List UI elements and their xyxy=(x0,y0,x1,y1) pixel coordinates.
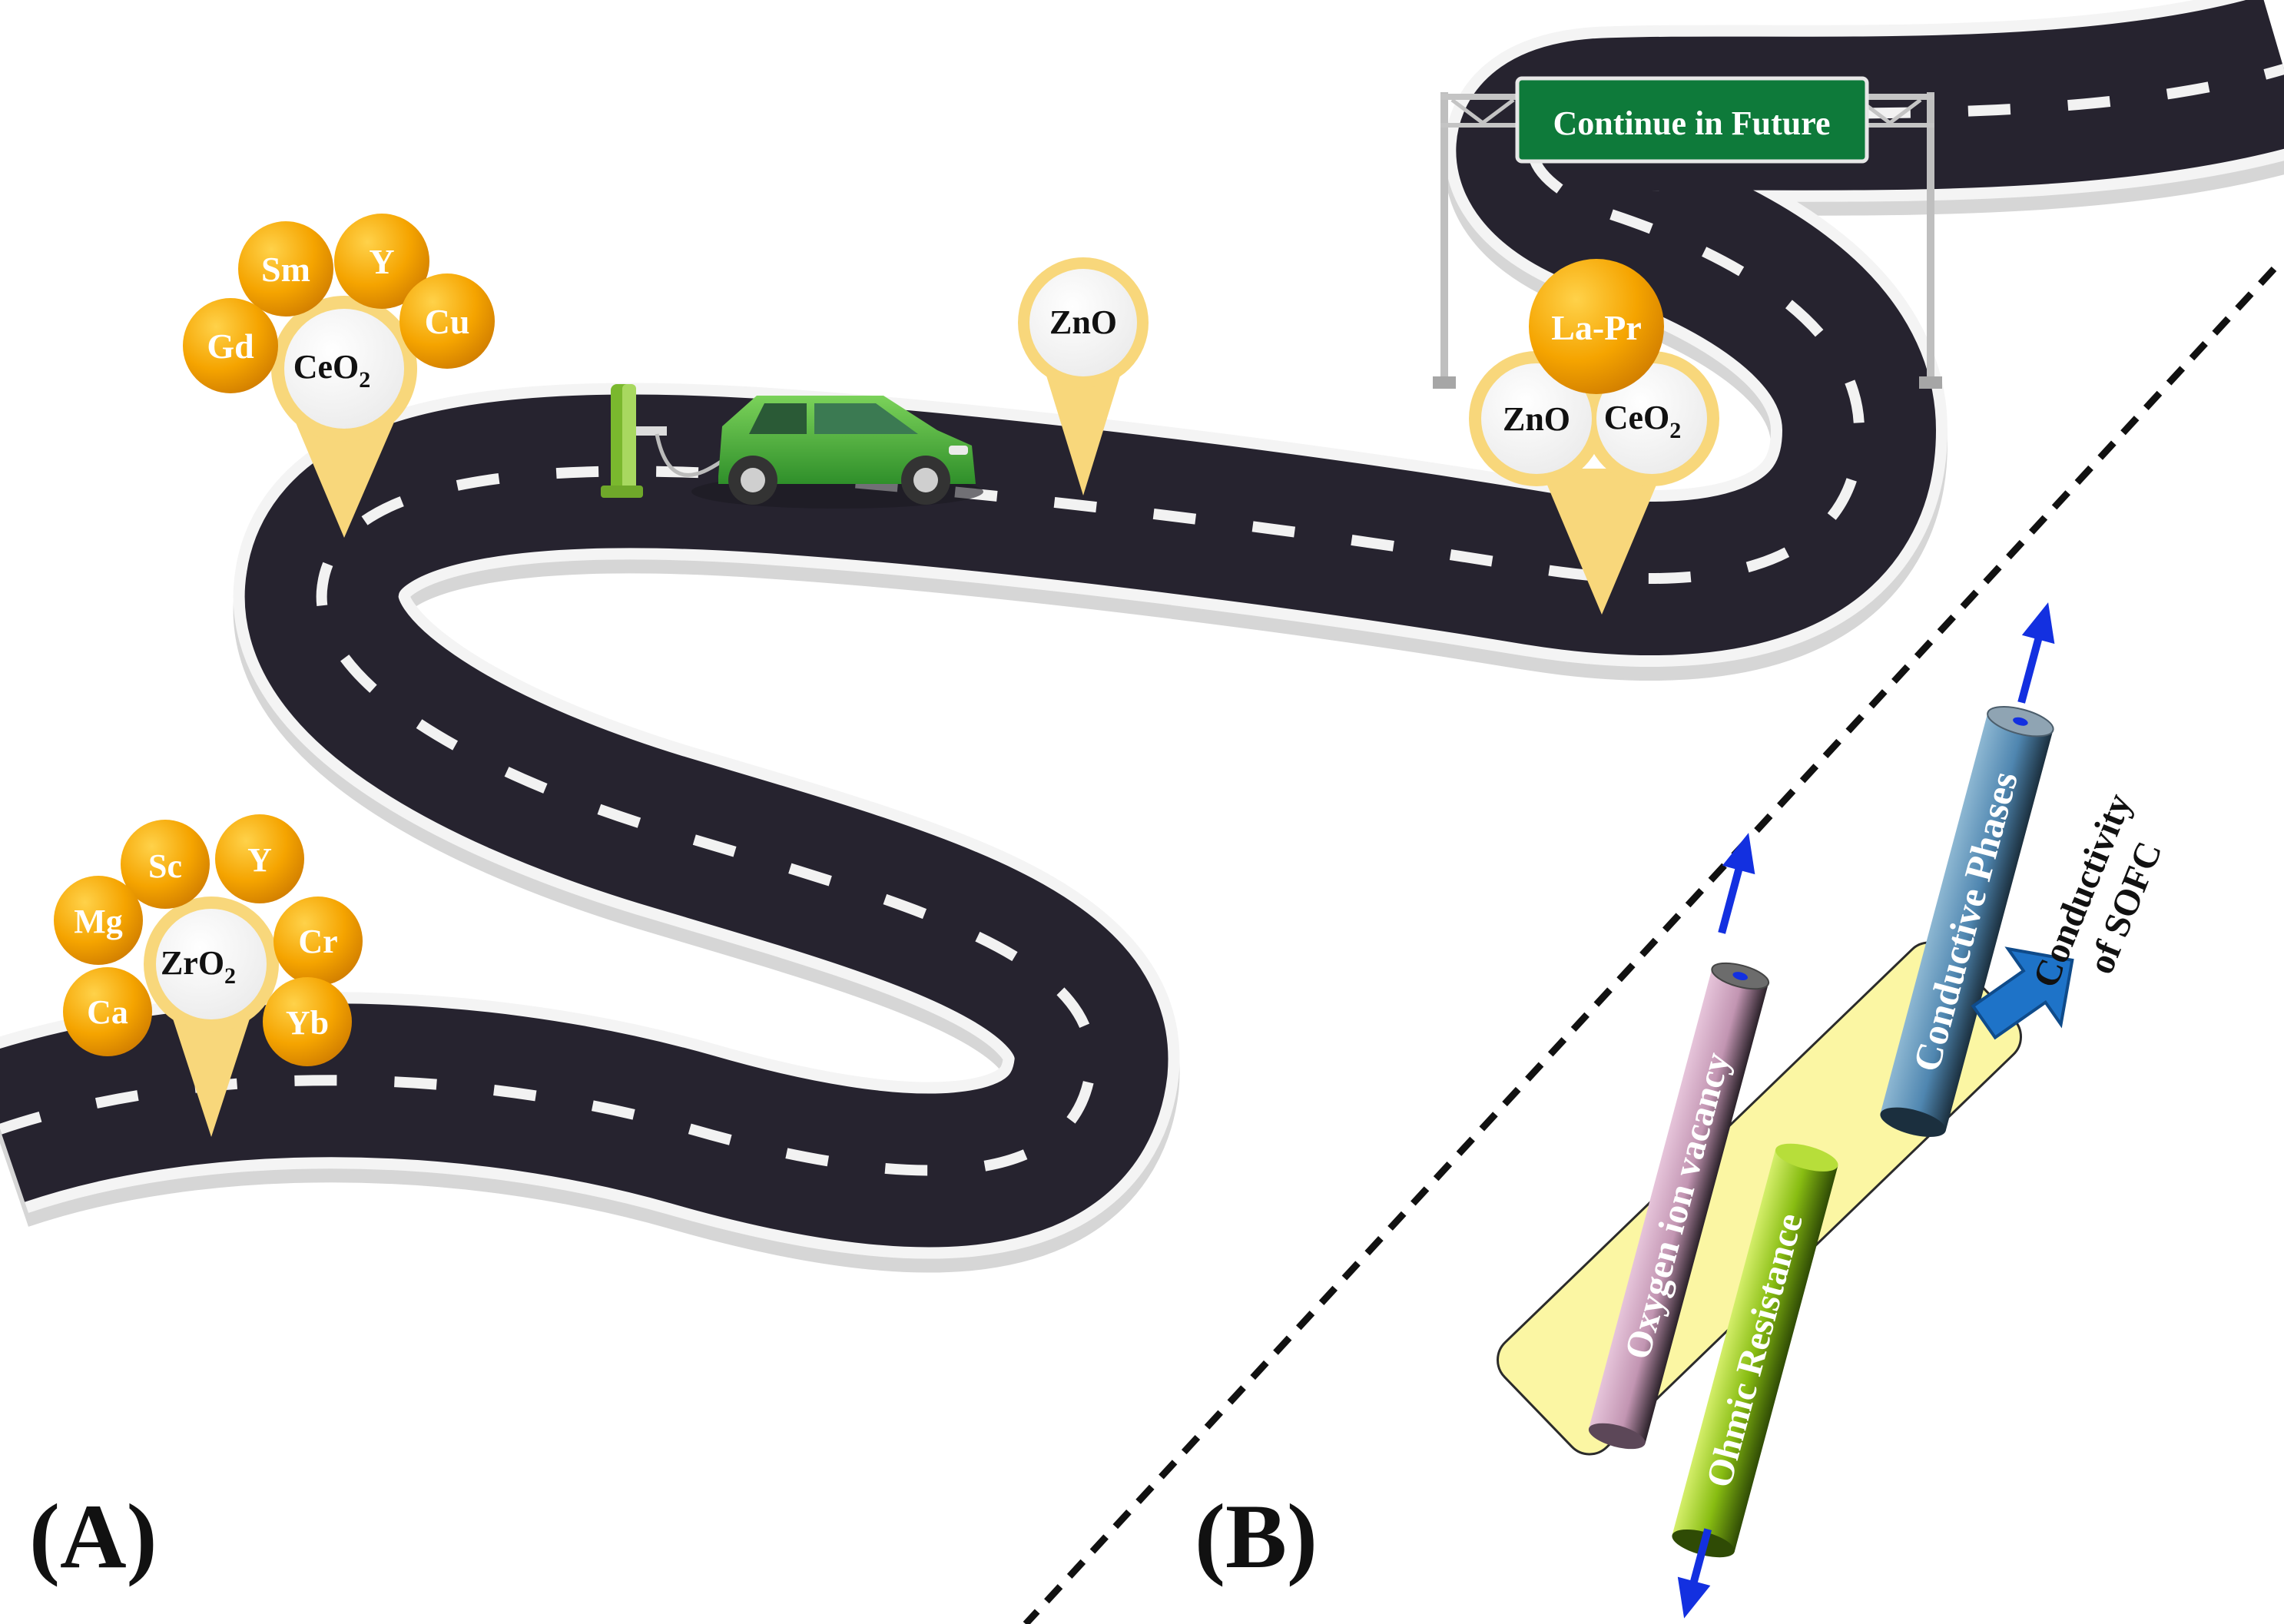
la-pr-label: La-Pr xyxy=(1551,308,1642,347)
dopant-ca: Ca xyxy=(87,993,128,1031)
zno-marker: ZnO xyxy=(1018,257,1149,495)
arrow-oxygen-up xyxy=(1718,833,1755,934)
dopant-cu: Cu xyxy=(425,302,470,341)
dopant-mg: Mg xyxy=(74,903,123,940)
arrow-ohmic-down xyxy=(1677,1528,1712,1619)
combo-zno-label: ZnO xyxy=(1503,400,1570,438)
dopant-cr: Cr xyxy=(298,923,337,960)
caption-conductivity-sofc: Conductivity of SOFC xyxy=(2025,788,2170,993)
zno-host-label: ZnO xyxy=(1049,303,1117,341)
panel-divider xyxy=(1023,266,2277,1624)
combo-ceo2-bubble xyxy=(1596,363,1707,474)
combo-ceo2-label: CeO2 xyxy=(1604,399,1682,443)
dopant-sm: Sm xyxy=(261,250,310,289)
combo-zno-bubble xyxy=(1481,363,1592,474)
zro2-host-bubble xyxy=(156,909,267,1019)
ceo2-marker: CeO2 Sm Y Gd Cu xyxy=(183,214,495,538)
panel-b: Oxygen ion vacancy Ohmic Resistance Cond… xyxy=(1497,602,2170,1619)
ceo2-host-bubble xyxy=(284,309,404,429)
conductivity-arrow xyxy=(1971,946,2074,1040)
sign-text: Continue in Future xyxy=(1553,104,1830,142)
zno-host-bubble xyxy=(1029,269,1137,376)
zro2-marker: ZrO2 Sc Y Mg Cr Ca Yb xyxy=(54,814,363,1137)
dopant-y-ce: Y xyxy=(369,242,394,281)
panel-label-a: (A) xyxy=(29,1485,157,1587)
sign-board xyxy=(1515,76,1869,164)
dopant-sc: Sc xyxy=(148,847,182,885)
panel-label-b: (B) xyxy=(1195,1485,1318,1587)
zro2-host-label: ZrO2 xyxy=(161,944,236,989)
arrow-conductive-up xyxy=(2017,602,2055,704)
dopant-gd: Gd xyxy=(207,326,254,366)
sign-gantry: Continue in Future xyxy=(1433,76,1942,389)
charging-station xyxy=(601,384,724,498)
la-pr-bubble xyxy=(1529,259,1664,394)
ceo2-host-label: CeO2 xyxy=(293,348,371,393)
dopant-yb: Yb xyxy=(286,1004,329,1042)
dopant-y-zr: Y xyxy=(247,841,272,879)
combo-marker: ZnO CeO2 La-Pr xyxy=(1469,259,1719,615)
electric-car xyxy=(691,396,983,509)
